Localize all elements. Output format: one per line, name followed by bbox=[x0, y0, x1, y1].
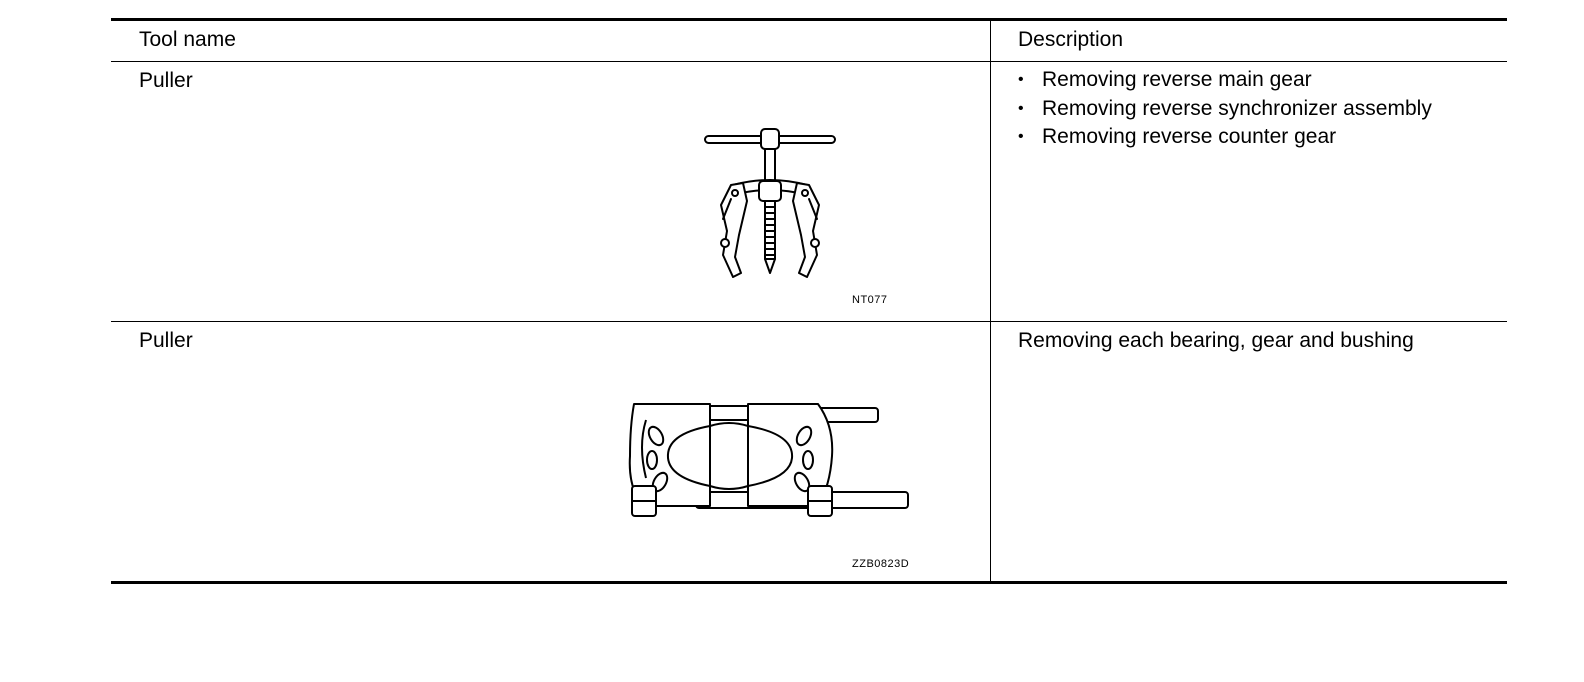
row-1-figure-code: NT077 bbox=[852, 294, 888, 306]
jaw-puller-icon bbox=[704, 128, 836, 278]
row-2-figure-code: ZZB0823D bbox=[852, 558, 910, 570]
row-2-tool-name: Puller bbox=[139, 329, 193, 352]
table-top-rule bbox=[111, 18, 1507, 21]
bearing-separator-icon bbox=[628, 403, 909, 517]
row-1-description-list: Removing reverse main gear Removing reve… bbox=[1018, 66, 1432, 152]
header-tool-name: Tool name bbox=[139, 28, 236, 51]
row-2-description: Removing each bearing, gear and bushing bbox=[1018, 329, 1414, 352]
row-1-tool-name: Puller bbox=[139, 69, 193, 92]
row-divider-rule bbox=[111, 321, 1507, 322]
description-bullet-item: Removing reverse main gear bbox=[1018, 66, 1432, 95]
table-bottom-rule bbox=[111, 581, 1507, 584]
header-description: Description bbox=[1018, 28, 1124, 51]
column-divider bbox=[990, 18, 991, 584]
header-bottom-rule bbox=[111, 61, 1507, 62]
description-bullet-item: Removing reverse counter gear bbox=[1018, 123, 1432, 152]
description-bullet-item: Removing reverse synchronizer assembly bbox=[1018, 95, 1432, 124]
